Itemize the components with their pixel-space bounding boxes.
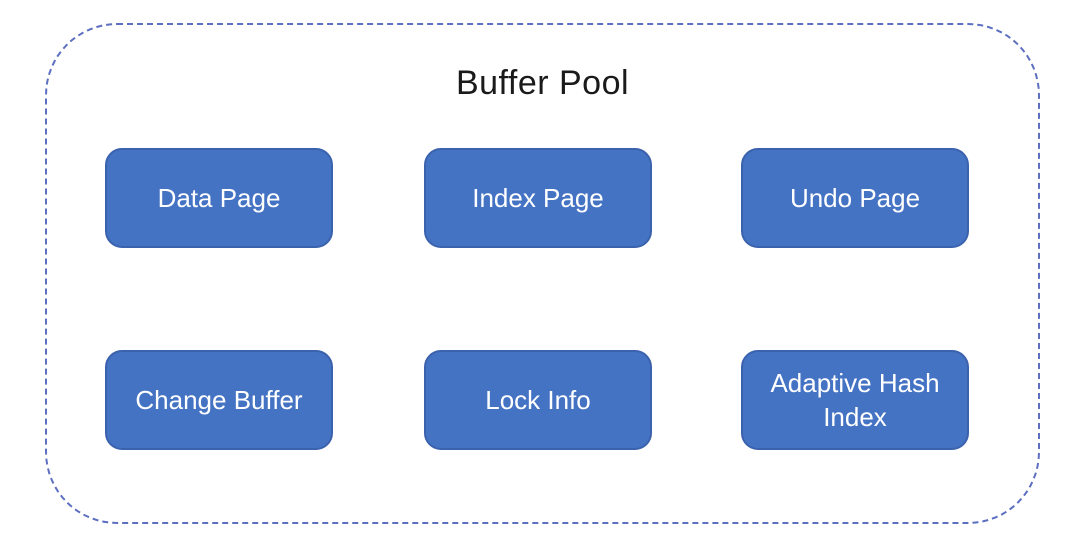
box-label: Index Page	[472, 183, 604, 213]
box-label: Adaptive Hash Index	[770, 368, 940, 432]
box-label: Change Buffer	[135, 385, 303, 415]
box-index-page: Index Page	[424, 148, 652, 248]
box-label: Undo Page	[789, 183, 921, 213]
diagram-title: Buffer Pool	[455, 64, 630, 102]
box-adaptive-hash-index: Adaptive Hash Index	[741, 350, 969, 450]
box-data-page: Data Page	[105, 148, 333, 248]
box-change-buffer: Change Buffer	[105, 350, 333, 450]
buffer-pool-container	[45, 23, 1040, 524]
box-lock-info: Lock Info	[424, 350, 652, 450]
box-label: Data Page	[157, 183, 281, 213]
box-undo-page: Undo Page	[741, 148, 969, 248]
box-label: Lock Info	[485, 385, 591, 415]
